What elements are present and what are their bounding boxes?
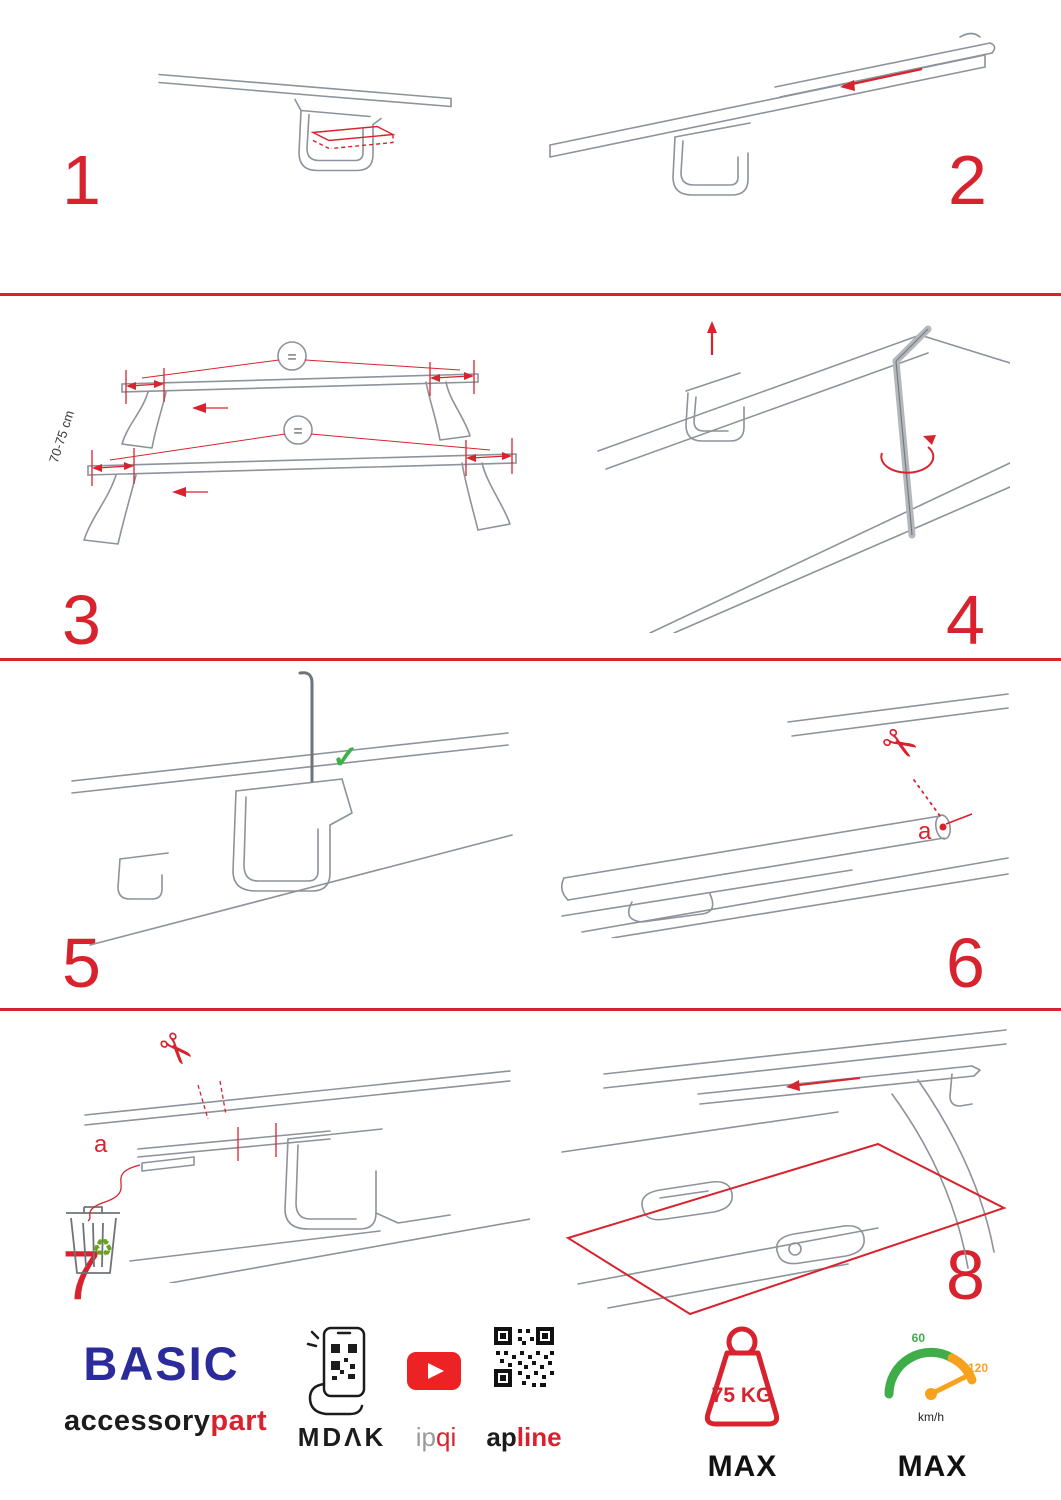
arrowheads xyxy=(92,372,512,497)
strip-part-label: a xyxy=(918,818,932,845)
discard-strip-drawing xyxy=(66,1070,530,1283)
bar-direction-arrow xyxy=(786,1077,861,1091)
allen-key xyxy=(892,325,932,539)
qr-code xyxy=(492,1325,556,1389)
recycle-icon: ♻ xyxy=(92,1235,114,1262)
weight-value: 75 KG xyxy=(712,1384,773,1407)
section-divider-2 xyxy=(0,658,1061,661)
step-6-number: 6 xyxy=(946,924,985,1002)
equal-symbol-bottom: = xyxy=(293,423,302,440)
brand-logo: BASIC accessorypart xyxy=(64,1336,267,1438)
partner-mdak: MDΛK xyxy=(297,1422,387,1452)
check-icon: ✓ xyxy=(332,739,359,775)
step-8-illustration xyxy=(548,1016,1018,1316)
brand-title: BASIC xyxy=(83,1337,240,1390)
partner-apline-left: ap xyxy=(486,1422,517,1452)
step-7-illustration: ✂ a ♻ xyxy=(30,1021,530,1283)
brand-sub-left: accessory xyxy=(64,1405,211,1437)
step-3-number: 3 xyxy=(62,581,101,659)
equal-distance-lines xyxy=(109,359,491,461)
speedometer-icon: 60 120 km/h xyxy=(875,1328,990,1426)
step-2-illustration xyxy=(540,25,1000,225)
crossbars-spacing-drawing: = = xyxy=(83,341,517,545)
correct-fit-drawing xyxy=(71,671,513,946)
step-1-number: 1 xyxy=(62,141,101,219)
phone-qr-icon xyxy=(302,1322,380,1418)
step-2-number: 2 xyxy=(948,141,987,219)
weight-icon: 75 KG xyxy=(690,1322,795,1440)
trash-bin-icon xyxy=(66,1206,120,1274)
step-6-illustration: ✂ a xyxy=(552,688,1012,938)
step-5-illustration: ✓ xyxy=(60,663,520,948)
highlight-pad-outline xyxy=(310,125,396,150)
insert-arrow xyxy=(707,321,717,355)
brand-subtitle: accessorypart xyxy=(64,1405,267,1438)
partner-apline-right: line xyxy=(516,1422,562,1452)
step-3-illustration: = = 70-75 cm xyxy=(30,308,550,578)
cut-marks xyxy=(87,1080,277,1222)
step-1-illustration xyxy=(155,50,455,240)
speed-high-label: 120 xyxy=(968,1361,988,1375)
partner-ipqi: ipqi xyxy=(396,1424,476,1450)
speed-low-label: 60 xyxy=(912,1331,926,1345)
brand-sub-right: part xyxy=(210,1405,268,1437)
weight-max-label: MAX xyxy=(707,1450,778,1483)
partner-ipqi-right: qi xyxy=(436,1422,457,1452)
check-region-outline xyxy=(565,1142,1007,1316)
partner-ipqi-left: ip xyxy=(415,1422,436,1452)
equal-symbol-top: = xyxy=(287,349,296,366)
partner-apline: apline xyxy=(474,1424,574,1450)
cut-strip-drawing xyxy=(560,693,1009,938)
section-divider-3 xyxy=(0,1008,1061,1011)
tighten-allen-key-drawing xyxy=(597,321,1010,633)
slide-direction-arrow xyxy=(840,67,923,91)
youtube-icon xyxy=(407,1352,461,1390)
step-4-illustration xyxy=(590,303,1010,633)
slide-bar-drawing xyxy=(549,32,996,196)
rotate-arrow xyxy=(880,435,936,474)
strip-part-label: a xyxy=(94,1131,108,1158)
locking-pin xyxy=(298,671,314,783)
step-5-number: 5 xyxy=(62,924,101,1002)
clamp-under-rail-drawing xyxy=(158,73,452,172)
speed-max-label: MAX xyxy=(897,1450,968,1483)
step-4-number: 4 xyxy=(946,581,985,659)
final-check-drawing xyxy=(561,1029,1007,1316)
speed-unit-label: km/h xyxy=(918,1410,944,1424)
dimension-arrows xyxy=(91,360,513,493)
cut-mark xyxy=(913,779,973,831)
section-divider-1 xyxy=(0,293,1061,296)
